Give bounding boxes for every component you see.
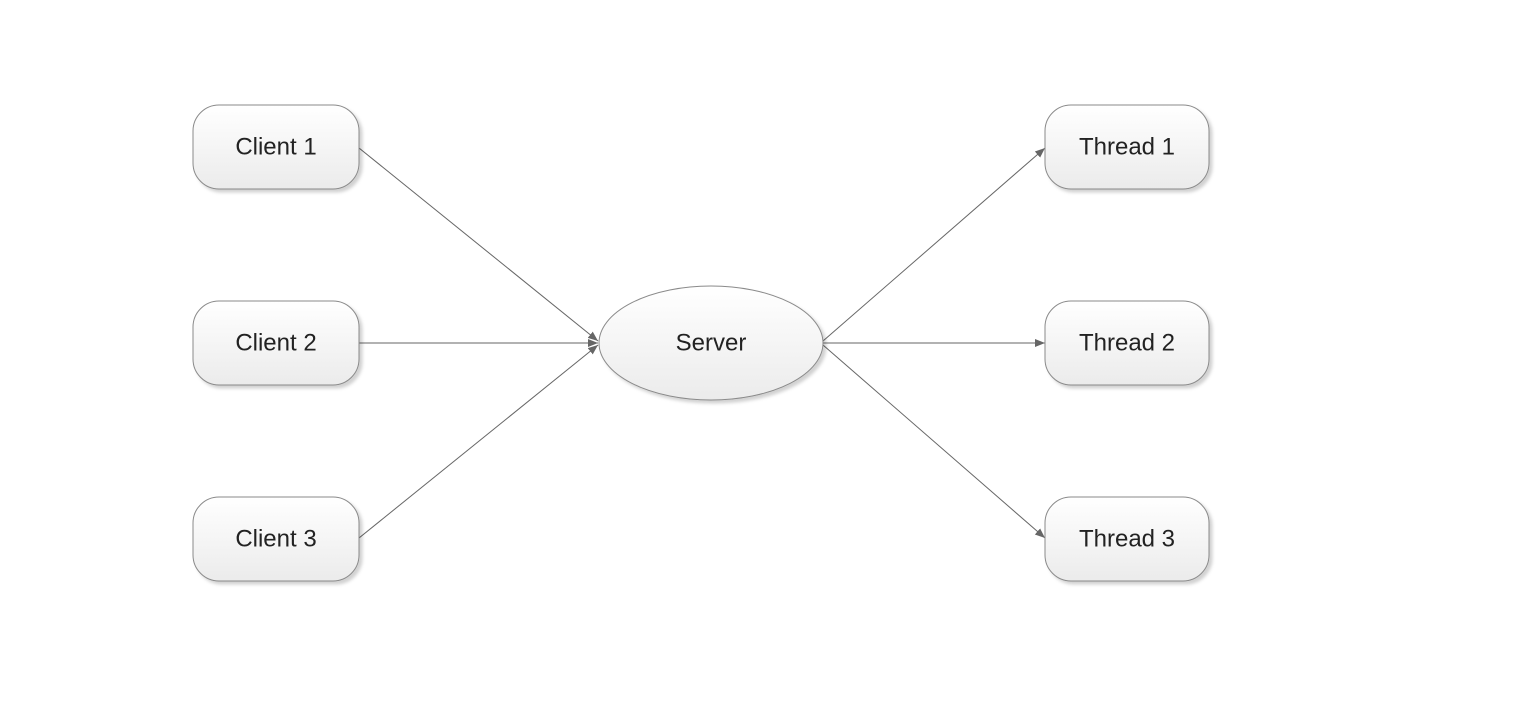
node-client-2-label: Client 2 (235, 330, 316, 357)
node-client-1-label: Client 1 (235, 134, 316, 161)
node-thread-3[interactable]: Thread 3 (1044, 496, 1210, 582)
node-thread-1[interactable]: Thread 1 (1044, 104, 1210, 190)
edge-client3-server (358, 344, 599, 539)
edge-server-thread1 (822, 147, 1046, 342)
node-thread-3-label: Thread 3 (1079, 526, 1175, 553)
node-thread-1-label: Thread 1 (1079, 134, 1175, 161)
node-client-3-label: Client 3 (235, 526, 316, 553)
node-server-label: Server (676, 330, 747, 357)
node-client-3[interactable]: Client 3 (192, 496, 360, 582)
node-server[interactable]: Server (598, 285, 824, 401)
node-thread-2[interactable]: Thread 2 (1044, 300, 1210, 386)
edge-server-thread3 (822, 344, 1046, 539)
node-client-2[interactable]: Client 2 (192, 300, 360, 386)
edges (358, 147, 1046, 539)
node-thread-2-label: Thread 2 (1079, 330, 1175, 357)
node-client-1[interactable]: Client 1 (192, 104, 360, 190)
edge-client1-server (358, 147, 599, 342)
